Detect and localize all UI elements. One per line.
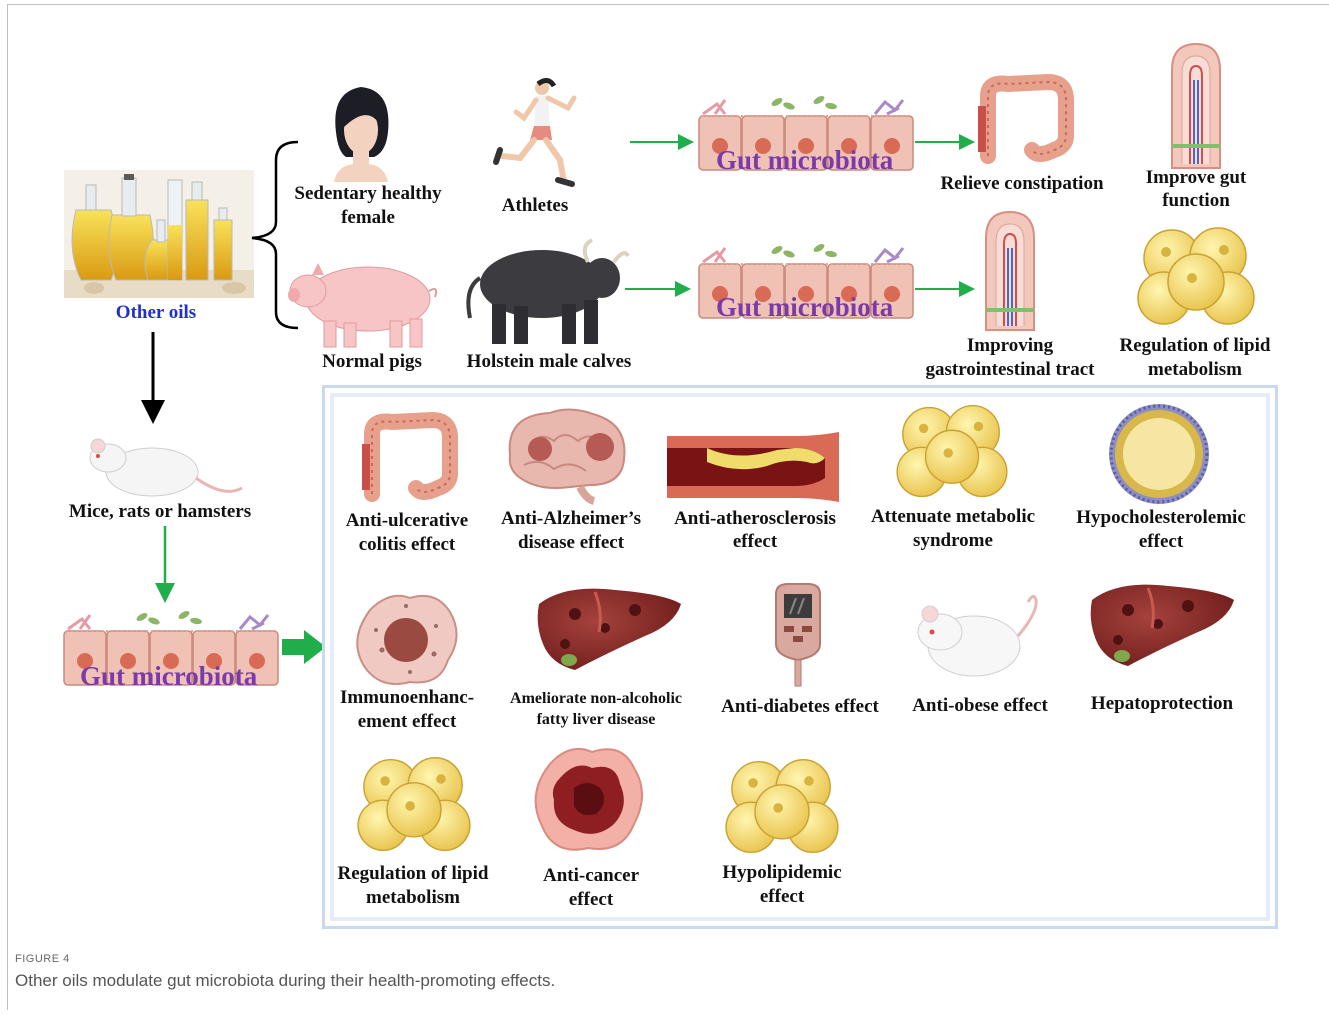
mouse-icon [84,428,244,502]
pigs-label: Normal pigs [306,350,438,374]
fat-cells-icon [1136,222,1256,332]
figure-frame-top [7,4,1329,5]
effect-label: ement effect [326,710,488,734]
pig-icon [286,255,446,350]
effect-label: Attenuate metabolic [858,505,1048,529]
lipid-label-line1: Regulation of lipid [1104,334,1286,358]
arrow-gut-effects [282,630,326,664]
effect-label: Hypocholesterolemic [1066,506,1256,530]
lipid-label-line2: metabolism [1104,358,1286,382]
effect-label: metabolism [326,886,500,910]
effect-label: disease effect [490,531,652,555]
oils-label: Other oils [96,301,216,325]
immune-cell-icon [350,590,462,690]
effect-label: effect [660,530,850,554]
intestinal-villus-icon [980,208,1040,330]
constipation-label: Relieve constipation [922,172,1122,196]
figure-caption: Other oils modulate gut microbiota durin… [15,971,555,991]
colon-icon [968,66,1078,171]
arrow-humans-gut [628,135,698,149]
effect-label: Immunoenhanc- [326,686,488,710]
artery-icon [667,432,839,502]
arrow-rodents-gut [158,524,172,608]
effect-label: Regulation of lipid [326,862,500,886]
effect-label: Hepatoprotection [1078,692,1246,716]
fat-cells-icon [722,754,842,860]
liver-icon [535,584,685,672]
gut-function-label-line1: Improve gut [1120,166,1272,190]
gi-tract-label-line1: Improving [912,334,1108,358]
effect-label: effect [1066,530,1256,554]
effect-label: Hypolipidemic [704,861,860,885]
lipoprotein-icon [1106,402,1212,506]
fat-cells-icon [354,752,474,858]
arrow-animals-gut [623,282,695,296]
effect-label: effect [704,885,860,909]
effect-label: effect [516,888,666,912]
effect-label: Anti-diabetes effect [708,695,892,719]
tumor-icon [530,744,646,856]
effect-label: fatty liver disease [490,708,702,732]
athlete-icon [490,78,580,190]
fat-cells-icon [892,400,1012,504]
female-head-icon [326,82,396,182]
oil-bottles-image [64,170,254,298]
calves-label: Holstein male calves [454,350,644,374]
effect-label: Anti-obese effect [898,694,1062,718]
figure-number: FIGURE 4 [15,953,70,965]
liver-icon [1088,580,1238,668]
gut-label-humans: Gut microbiota [716,145,893,176]
brain-icon [500,405,630,505]
female-label-line2: female [278,206,458,230]
calf-icon [462,238,634,348]
gut-function-label-line2: function [1120,189,1272,213]
gut-label-animals: Gut microbiota [716,292,893,323]
athletes-label: Athletes [475,194,595,218]
mouse-icon [910,592,1050,678]
figure-frame-left [7,4,8,1010]
female-label-line1: Sedentary healthy [278,182,458,206]
rodents-label: Mice, rats or hamsters [50,500,270,524]
effect-label: Anti-Alzheimer’s [490,507,652,531]
colon-icon [352,404,462,509]
intestinal-villus-icon [1166,40,1226,168]
gut-label-rodents: Gut microbiota [80,661,257,692]
effect-label: Anti-ulcerative [332,509,482,533]
effect-label: Anti-atherosclerosis [660,507,850,531]
effect-label: colitis effect [332,533,482,557]
glucometer-icon [772,584,824,688]
effect-label: syndrome [858,529,1048,553]
arrow-oils-rodents [146,330,160,428]
effect-label: Anti-cancer [516,864,666,888]
arrow-gut-gi-tract [913,282,979,296]
gi-tract-label-line2: gastrointestinal tract [912,358,1108,382]
